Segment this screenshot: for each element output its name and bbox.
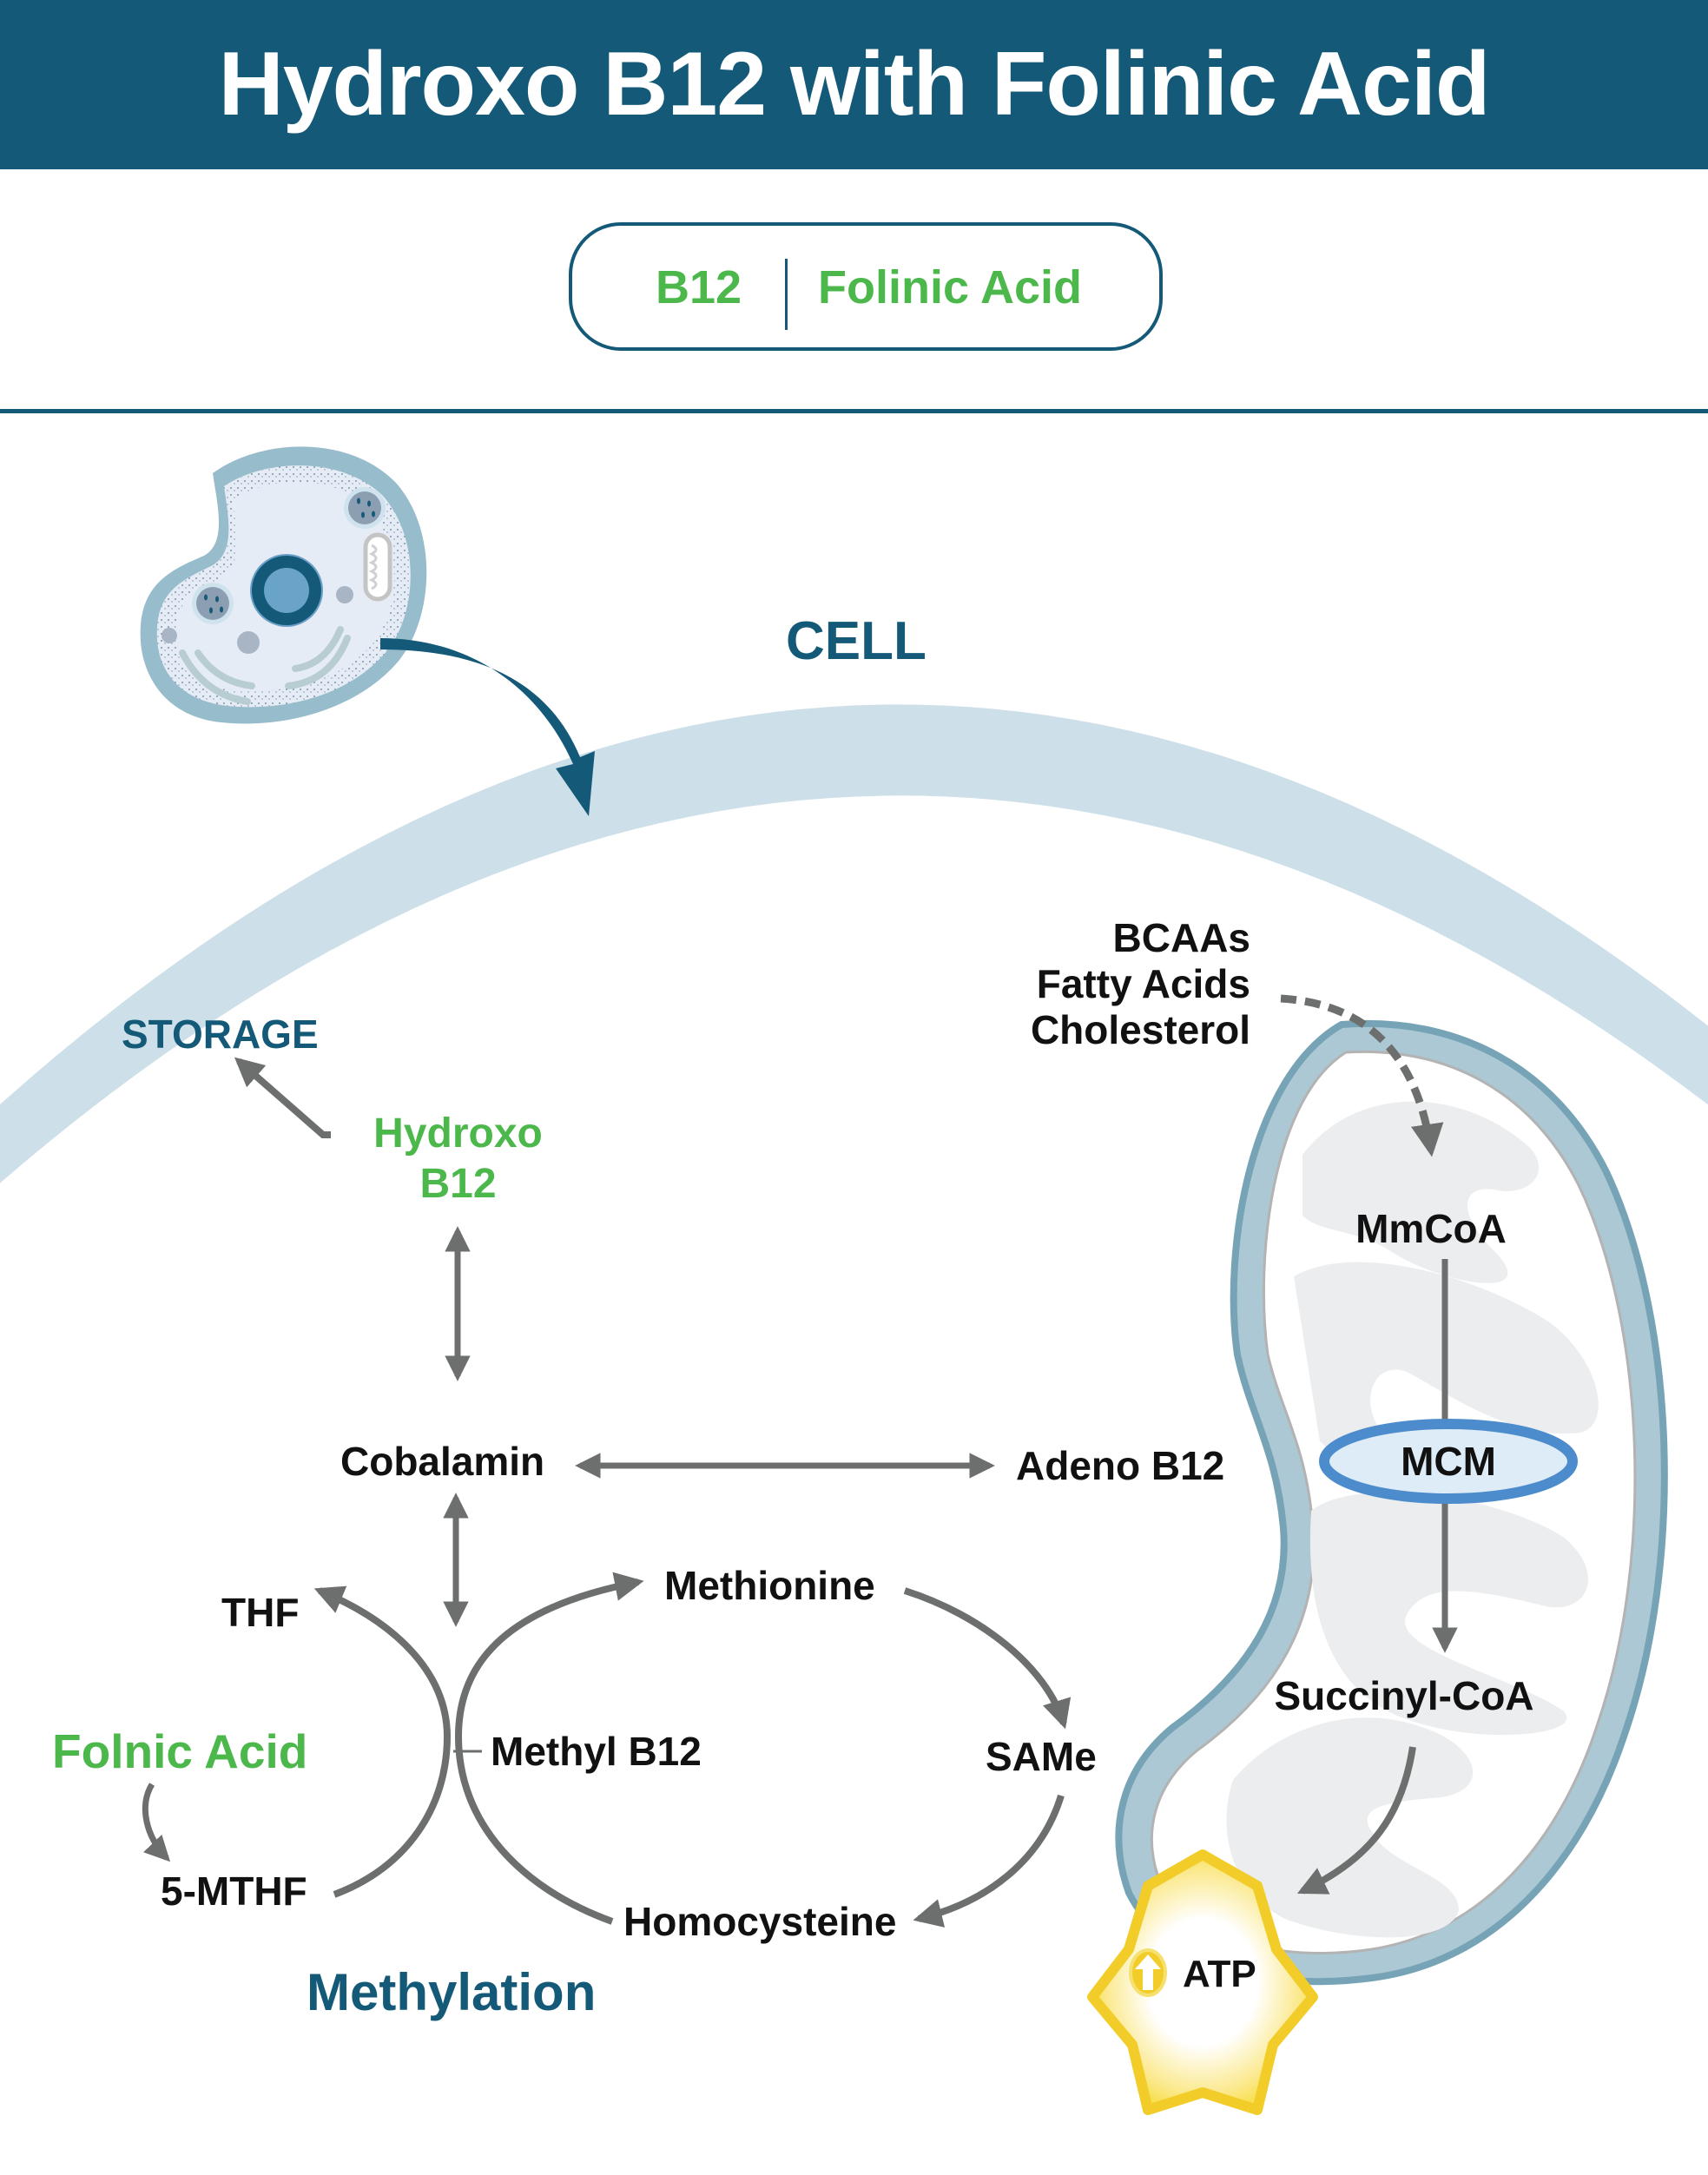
storage-label: STORAGE [122, 1012, 319, 1057]
mcm-label: MCM [1401, 1439, 1496, 1484]
mitochondrion [1115, 1020, 1668, 1986]
hydroxo-b12-label-line1: Hydroxo [373, 1111, 543, 1157]
section-divider [0, 409, 1708, 413]
input-bcaas: BCAAs [1112, 915, 1250, 960]
same-label: SAMe [986, 1734, 1097, 1779]
up-arrow-icon [1129, 1948, 1167, 1997]
atp-star-icon [1087, 1849, 1318, 2115]
cell-membrane-arc [0, 704, 1708, 1183]
arrow-inputs-to-mmcoa [1280, 994, 1444, 1157]
arrow-same-to-homocysteine [913, 1794, 1065, 1928]
header-bar: Hydroxo B12 with Folinic Acid [0, 0, 1708, 169]
legend-item-folinic-acid: Folinic Acid [818, 261, 1083, 313]
arrow-homocysteine-to-methionine [454, 1572, 644, 1925]
methylation-label: Methylation [307, 1963, 597, 2021]
methionine-label: Methionine [664, 1563, 875, 1608]
input-fatty-acids: Fatty Acids [1036, 961, 1250, 1006]
input-cholesterol: Cholesterol [1030, 1007, 1250, 1052]
page-title: Hydroxo B12 with Folinic Acid [218, 34, 1491, 135]
mcm-enzyme [1319, 1419, 1578, 1504]
legend-item-b12: B12 [656, 261, 742, 313]
folinic-acid-label: Folnic Acid [52, 1724, 308, 1778]
mmcoa-label: MmCoA [1355, 1206, 1507, 1251]
homocysteine-label: Homocysteine [623, 1899, 897, 1944]
legend-pill: B12 Folinic Acid [569, 222, 1163, 351]
cobalamin-label: Cobalamin [340, 1439, 545, 1484]
arrow-methionine-to-same [903, 1587, 1072, 1730]
arrow-5mthf-to-thf [313, 1585, 452, 1898]
hydroxo-b12-label-line2: B12 [419, 1161, 497, 1207]
cell-label: CELL [786, 611, 927, 671]
animal-cell-icon [140, 446, 427, 724]
5-mthf-label: 5-MTHF [161, 1869, 307, 1914]
legend-separator [785, 259, 788, 330]
arrow-hydroxo-to-storage [234, 1057, 331, 1138]
atp-label: ATP [1183, 1953, 1256, 1995]
thf-label: THF [221, 1590, 300, 1635]
adeno-b12-label: Adeno B12 [1016, 1443, 1225, 1488]
arrow-folinic-to-5mthf [142, 1783, 171, 1862]
succinyl-coa-label: Succinyl-CoA [1274, 1673, 1534, 1718]
methyl-b12-label: Methyl B12 [491, 1729, 702, 1774]
arrow-succinyl-to-atp [1296, 1746, 1416, 1895]
